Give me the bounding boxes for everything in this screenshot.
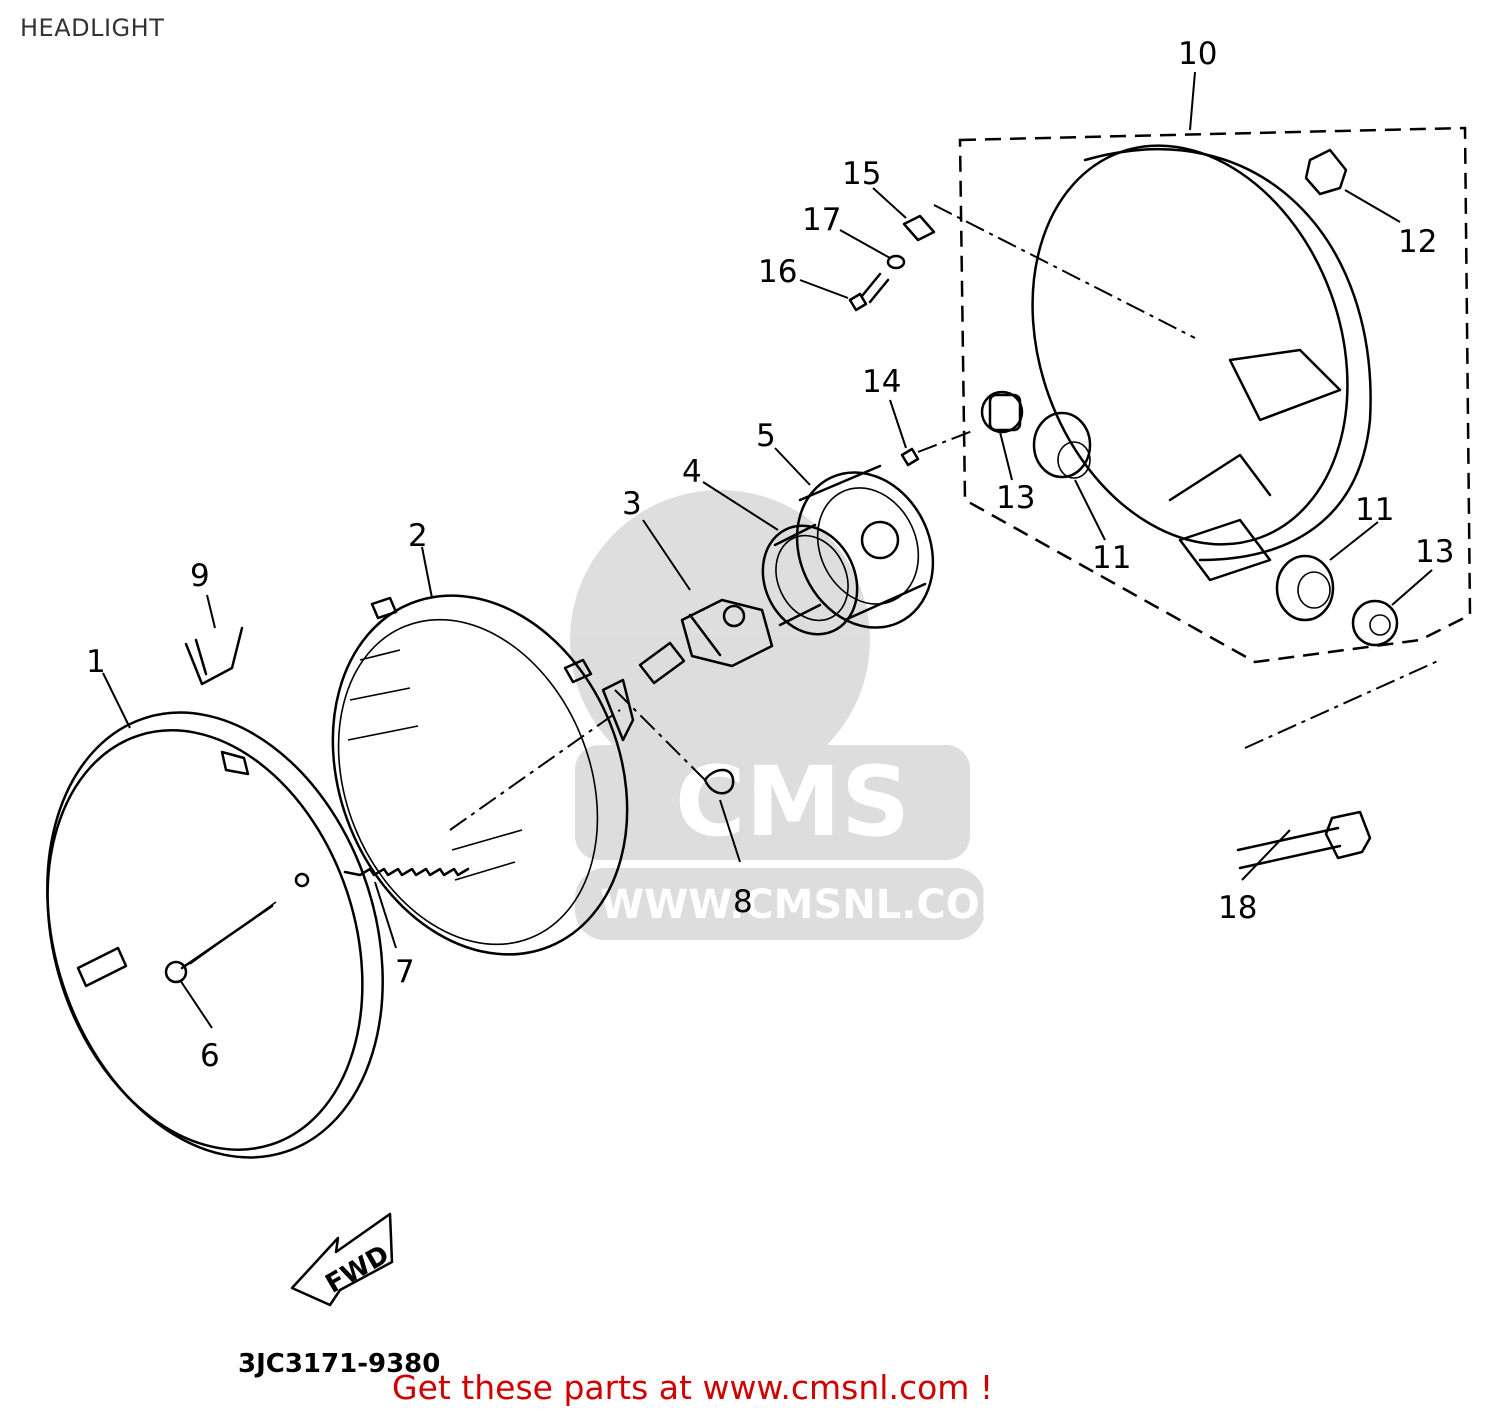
assembly-boundary xyxy=(958,126,1472,664)
callout-7: 7 xyxy=(395,954,415,990)
part-17-washer xyxy=(886,254,906,270)
callout-3: 3 xyxy=(622,486,642,522)
callout-1: 1 xyxy=(86,644,106,680)
callout-2: 2 xyxy=(408,518,428,554)
callout-5: 5 xyxy=(756,418,776,454)
part-18-bolt xyxy=(1236,659,1441,870)
callout-14: 14 xyxy=(862,364,901,400)
part-4-socket-cover xyxy=(761,523,859,636)
callout-9: 9 xyxy=(190,558,210,594)
callout-numbers: 1 2 3 4 5 6 7 8 9 10 11 11 12 13 13 14 1… xyxy=(86,36,1454,1074)
part-13-collar-lower xyxy=(1351,599,1399,647)
callout-8: 8 xyxy=(733,884,753,920)
part-14-screw xyxy=(900,429,976,467)
callout-4: 4 xyxy=(682,454,702,490)
part-1-headlight-rim xyxy=(46,711,384,1159)
callout-17: 17 xyxy=(802,202,841,238)
callout-13-lower: 13 xyxy=(1415,534,1454,570)
get-parts-link[interactable]: Get these parts at www.cmsnl.com ! xyxy=(392,1368,994,1407)
fwd-direction-arrow: FWD xyxy=(290,1212,395,1307)
part-11-grommet-lower xyxy=(1275,554,1335,622)
callout-10: 10 xyxy=(1178,36,1217,72)
callout-18: 18 xyxy=(1218,890,1257,926)
cms-watermark-logo: CMS WWW.CMSNL.COM xyxy=(570,490,1020,940)
drawing-code: 3JC3171-9380 xyxy=(238,1349,440,1379)
callout-11-upper: 11 xyxy=(1092,540,1131,576)
diagram-title: HEADLIGHT xyxy=(20,14,165,42)
leader-lines xyxy=(102,71,1433,1029)
watermark-brand: CMS xyxy=(675,746,910,858)
callout-12: 12 xyxy=(1398,224,1437,260)
callout-16: 16 xyxy=(758,254,797,290)
callout-13-upper: 13 xyxy=(996,480,1035,516)
watermark-url: WWW.CMSNL.COM xyxy=(600,882,1020,928)
part-8-clip xyxy=(614,689,735,795)
part-2-headlight-unit xyxy=(331,594,635,956)
fwd-label: FWD xyxy=(321,1240,395,1300)
part-6-screw xyxy=(164,901,277,984)
part-16-bolt xyxy=(848,272,890,312)
callout-6: 6 xyxy=(200,1038,220,1074)
callout-11-lower: 11 xyxy=(1355,492,1394,528)
callout-15: 15 xyxy=(842,156,881,192)
part-12-rubber-cap xyxy=(1304,148,1348,196)
part-5-bulb-cover xyxy=(795,464,935,629)
part-13-collar-upper xyxy=(980,390,1024,434)
part-9-clip xyxy=(184,626,244,686)
part-3-bulb xyxy=(638,598,774,685)
part-11-grommet-upper xyxy=(1032,411,1092,479)
part-15-nut xyxy=(902,204,1196,339)
part-7-spring xyxy=(343,709,621,877)
part-10-headlight-housing xyxy=(1031,144,1372,582)
